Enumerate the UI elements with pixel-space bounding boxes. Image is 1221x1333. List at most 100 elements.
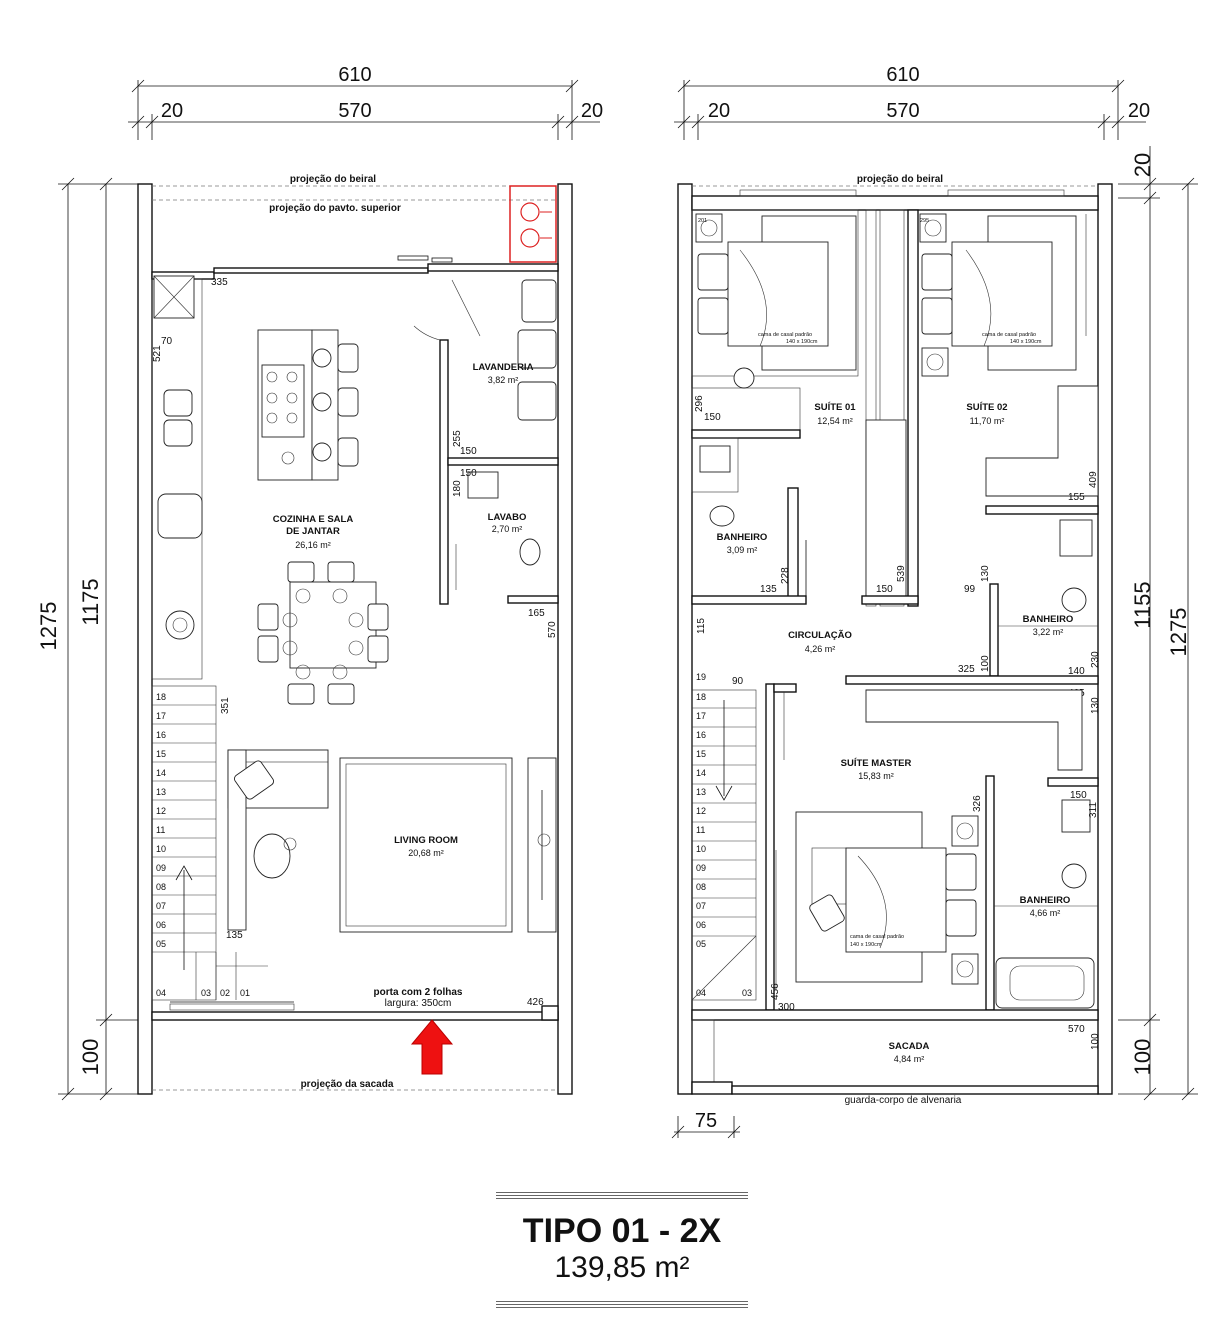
rstep-07: 07 xyxy=(696,901,706,911)
step-08: 08 xyxy=(156,882,166,892)
plan-area: 139,85 m² xyxy=(554,1251,690,1284)
bath1-sink xyxy=(699,445,731,473)
right-m300: 300 xyxy=(778,1002,795,1013)
bed1-label-2: 140 x 190cm xyxy=(786,339,818,345)
step-02: 02 xyxy=(220,988,230,998)
bath2-area: 3,22 m² xyxy=(1033,627,1064,637)
left-m426: 426 xyxy=(527,997,544,1008)
bath3-name: BANHEIRO xyxy=(1020,895,1071,906)
sacada-area: 4,84 m² xyxy=(894,1054,925,1064)
bathtub xyxy=(995,957,1095,1009)
sink-icon-2 xyxy=(163,419,193,447)
sacada-name: SACADA xyxy=(889,1041,930,1052)
circ-name: CIRCULAÇÃO xyxy=(788,630,852,641)
door-note-1: porta com 2 folhas xyxy=(374,987,463,998)
right-m150b: 150 xyxy=(876,584,893,595)
left-dim-right: 20 xyxy=(581,100,603,122)
step-04: 04 xyxy=(156,988,166,998)
right-m115: 115 xyxy=(696,618,707,634)
rstep-03: 03 xyxy=(742,988,752,998)
left-west-wall xyxy=(137,183,153,1095)
rstep-18: 18 xyxy=(696,692,706,702)
wardrobe-master xyxy=(865,689,1083,771)
left-dim-outer: 1275 xyxy=(36,602,61,651)
rstep-10: 10 xyxy=(696,844,706,854)
left-top-dimensions: 610 20 570 20 xyxy=(128,64,603,140)
right-m311: 311 xyxy=(1088,802,1099,818)
right-top-dimensions: 610 20 570 20 xyxy=(674,64,1150,140)
step-03: 03 xyxy=(201,988,211,998)
left-dim-inner: 1175 xyxy=(78,578,103,625)
right-m130b: 130 xyxy=(1090,697,1101,714)
step-17: 17 xyxy=(156,711,166,721)
step-12: 12 xyxy=(156,806,166,816)
right-m140: 140 xyxy=(1068,666,1085,677)
right-plan: 610 20 570 20 20 1155 1275 100 xyxy=(671,64,1198,1139)
right-dim-left: 20 xyxy=(708,100,730,122)
left-m150b: 150 xyxy=(460,468,477,479)
step-06: 06 xyxy=(156,920,166,930)
bath2-sink xyxy=(1059,519,1093,557)
sink-icon xyxy=(163,389,193,417)
step-15: 15 xyxy=(156,749,166,759)
toilet-icon xyxy=(519,538,541,566)
circ-area: 4,26 m² xyxy=(805,644,836,654)
right-m228: 228 xyxy=(780,567,791,584)
bed3-label-2: 140 x 190cm xyxy=(850,942,882,948)
right-m100b: 100 xyxy=(1090,1033,1101,1050)
right-side-dimensions: 20 1155 1275 100 xyxy=(1118,146,1198,1101)
left-dim-left: 20 xyxy=(161,100,183,122)
right-m539: 539 xyxy=(896,565,907,582)
right-dim-bottom: 100 xyxy=(1130,1039,1155,1076)
right-dim-outer: 1275 xyxy=(1166,608,1191,657)
left-m570: 570 xyxy=(547,621,558,638)
right-m90: 90 xyxy=(732,676,744,687)
step-09: 09 xyxy=(156,863,166,873)
suite01-area: 12,54 m² xyxy=(817,416,853,426)
plan-title: TIPO 01 - 2X xyxy=(522,1212,722,1250)
gas-heater xyxy=(509,185,557,263)
left-stairs: 18 17 16 15 14 13 12 11 10 09 08 07 06 0… xyxy=(151,685,268,1001)
living-name: LIVING ROOM xyxy=(394,835,458,846)
right-north-wall xyxy=(691,195,1099,211)
rstep-15: 15 xyxy=(696,749,706,759)
right-m201: 201 xyxy=(698,218,707,224)
left-m165: 165 xyxy=(528,608,545,619)
rstep-06: 06 xyxy=(696,920,706,930)
right-m456: 456 xyxy=(770,983,781,1000)
step-07: 07 xyxy=(156,901,166,911)
bed2-label-1: cama de casal padrão xyxy=(982,332,1036,338)
step-05: 05 xyxy=(156,939,166,949)
right-stairs: 19 18 17 16 15 14 13 12 11 10 09 08 07 0… xyxy=(691,672,757,1001)
right-m155: 155 xyxy=(1068,492,1085,503)
right-m135: 135 xyxy=(760,584,777,595)
laundry-area: 3,82 m² xyxy=(488,375,519,385)
step-11: 11 xyxy=(156,825,165,835)
wardrobe-suite01 xyxy=(865,419,907,599)
rstep-16: 16 xyxy=(696,730,706,740)
bed-suite02: cama de casal padrão 140 x 190cm xyxy=(921,215,1077,371)
bath2-toilet xyxy=(1061,587,1087,613)
left-sacada-note: projeção da sacada xyxy=(301,1079,394,1090)
lavabo-sink xyxy=(467,471,499,499)
wardrobe-suite02 xyxy=(985,385,1099,497)
title-block: TIPO 01 - 2X 139,85 m² xyxy=(496,1190,748,1310)
left-m351: 351 xyxy=(220,697,231,714)
right-m230: 230 xyxy=(1090,651,1101,668)
left-m255: 255 xyxy=(452,430,463,447)
master-area: 15,83 m² xyxy=(858,771,894,781)
right-east-wall xyxy=(1097,183,1113,1095)
entrance-arrow-icon xyxy=(410,1019,454,1075)
rstep-11: 11 xyxy=(696,825,705,835)
step-18: 18 xyxy=(156,692,166,702)
bath1-toilet xyxy=(709,505,735,527)
oven-icon xyxy=(157,493,203,539)
right-m326: 326 xyxy=(972,795,983,812)
rug xyxy=(339,757,513,933)
left-m521: 521 xyxy=(152,345,163,362)
suite01-name: SUÍTE 01 xyxy=(814,402,856,413)
left-east-wall xyxy=(557,183,573,1095)
bath3-toilet xyxy=(1061,863,1087,889)
left-dim-bottom: 100 xyxy=(78,1039,103,1076)
